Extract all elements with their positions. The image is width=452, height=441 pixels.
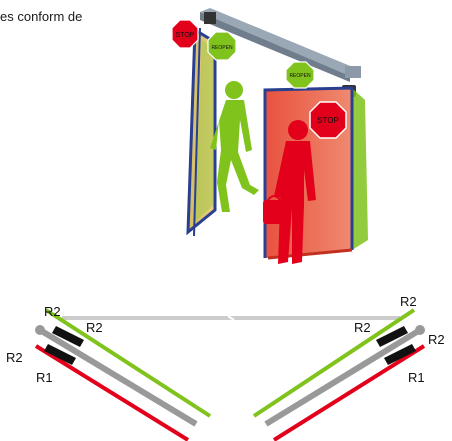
right-door-leaf-line	[264, 327, 422, 427]
green-person-figure	[210, 81, 259, 212]
red-person-figure	[263, 120, 316, 264]
left-label-r2-side: R2	[6, 350, 23, 365]
reopen-left-label: REOPEN	[211, 45, 233, 51]
reopen-right-label: REOPEN	[289, 73, 311, 79]
right-label-r2-inner: R2	[354, 320, 371, 335]
left-pivot	[35, 325, 45, 335]
right-green-line	[252, 308, 416, 418]
left-plan: R2 R2 R2 R1	[6, 304, 212, 441]
right-label-r2-top: R2	[400, 294, 417, 309]
right-pivot	[415, 325, 425, 335]
reopen-sign-right: REOPEN	[285, 61, 315, 89]
left-label-r2-inner: R2	[86, 320, 103, 335]
stop-door-label: STOP	[317, 116, 339, 125]
overhead-rail	[200, 8, 361, 97]
right-label-r2-side: R2	[428, 332, 445, 347]
left-sensor-r2	[52, 326, 84, 347]
left-green-line	[44, 308, 212, 418]
left-red-line	[34, 344, 190, 441]
left-label-r2-top: R2	[44, 304, 61, 319]
right-label-r1: R1	[408, 370, 425, 385]
caption-text: es conform de	[0, 9, 83, 24]
right-sensor-r2	[376, 326, 408, 347]
stop-sign-door: STOP	[309, 101, 347, 139]
stop-top-label: STOP	[176, 32, 195, 39]
right-sensor-r1	[384, 344, 416, 365]
stop-sign-top: STOP	[171, 19, 199, 49]
left-door-leaf	[186, 27, 217, 237]
left-door-leaf-line	[38, 327, 198, 427]
left-sensor-r1	[44, 344, 76, 365]
left-label-r1: R1	[36, 370, 53, 385]
reopen-sign-left: REOPEN	[207, 31, 237, 61]
right-red-line	[272, 344, 426, 441]
right-plan: R2 R2 R2 R1	[252, 294, 445, 441]
